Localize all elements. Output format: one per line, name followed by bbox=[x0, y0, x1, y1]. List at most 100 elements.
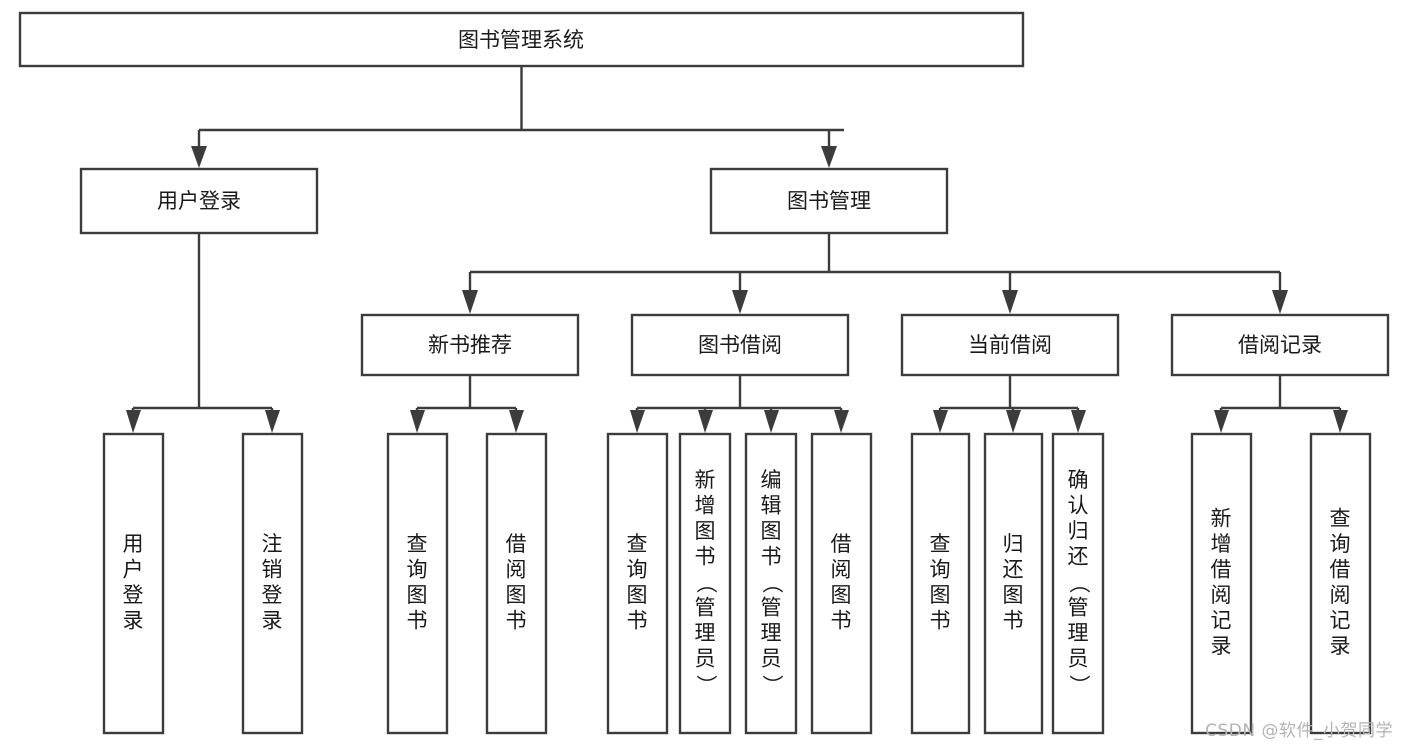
svg-text:书: 书 bbox=[506, 608, 527, 632]
leaf-node-query-book-borrowing-box bbox=[606, 432, 669, 735]
svg-text:阅: 阅 bbox=[1330, 583, 1351, 607]
node-book-borrowing-label: 图书借阅 bbox=[698, 333, 782, 357]
svg-text:图: 图 bbox=[930, 583, 951, 607]
svg-text:新: 新 bbox=[1211, 506, 1232, 530]
svg-text:记: 记 bbox=[1330, 608, 1351, 632]
leaf-node-add-book-admin-box bbox=[678, 432, 732, 735]
svg-text:（: （ bbox=[1067, 573, 1091, 594]
node-book-management[interactable]: 图书管理 bbox=[709, 167, 949, 235]
svg-text:图: 图 bbox=[831, 583, 852, 607]
svg-text:（: （ bbox=[760, 573, 784, 594]
svg-text:辑: 辑 bbox=[761, 494, 782, 518]
node-new-book-recommendation[interactable]: 新书推荐 bbox=[360, 313, 580, 377]
svg-text:借: 借 bbox=[506, 532, 527, 556]
svg-text:阅: 阅 bbox=[831, 557, 852, 581]
svg-text:询: 询 bbox=[407, 557, 428, 581]
svg-text:录: 录 bbox=[1211, 634, 1232, 658]
svg-text:书: 书 bbox=[831, 608, 852, 632]
svg-text:登: 登 bbox=[123, 583, 144, 607]
svg-text:注: 注 bbox=[262, 532, 283, 556]
svg-text:理: 理 bbox=[761, 621, 782, 645]
svg-text:书: 书 bbox=[627, 608, 648, 632]
arrowhead-leaf-return-book bbox=[1006, 410, 1021, 433]
svg-text:书: 书 bbox=[1003, 608, 1024, 632]
leaf-node-add-borrow-record-box bbox=[1190, 432, 1253, 735]
node-user-login[interactable]: 用户登录 bbox=[79, 167, 319, 235]
leaf-node-query-borrow-record-box bbox=[1309, 432, 1372, 735]
svg-text:销: 销 bbox=[262, 557, 283, 581]
svg-text:管: 管 bbox=[695, 596, 716, 620]
svg-text:阅: 阅 bbox=[506, 557, 527, 581]
svg-text:录: 录 bbox=[1330, 634, 1351, 658]
svg-text:阅: 阅 bbox=[1211, 583, 1232, 607]
svg-text:查: 查 bbox=[627, 532, 648, 556]
arrowhead-book-borrow bbox=[732, 290, 748, 314]
node-borrowing-records-box bbox=[1170, 313, 1390, 377]
arrowhead-leaf-confirm-return bbox=[1071, 410, 1086, 433]
svg-text:询: 询 bbox=[930, 557, 951, 581]
svg-text:借: 借 bbox=[1211, 557, 1232, 581]
svg-text:登: 登 bbox=[262, 583, 283, 607]
node-user-login-box bbox=[79, 167, 319, 235]
svg-text:）: ） bbox=[760, 675, 784, 696]
svg-text:询: 询 bbox=[1330, 532, 1351, 556]
leaf-node-user-login[interactable]: 用户登录 bbox=[102, 432, 165, 735]
connector-layer bbox=[126, 66, 1348, 433]
svg-text:）: ） bbox=[694, 675, 718, 696]
node-borrowing-records[interactable]: 借阅记录 bbox=[1170, 313, 1390, 377]
leaf-node-return-book-box bbox=[983, 432, 1044, 735]
svg-text:借: 借 bbox=[1330, 557, 1351, 581]
node-root-book-management-system[interactable]: 图书管理系统 bbox=[18, 11, 1025, 68]
arrowhead-borrow-record bbox=[1272, 290, 1288, 314]
svg-text:新: 新 bbox=[695, 468, 716, 492]
node-book-management-box bbox=[709, 167, 949, 235]
svg-text:图: 图 bbox=[627, 583, 648, 607]
svg-text:确: 确 bbox=[1068, 468, 1089, 492]
arrowhead-leaf-user-login bbox=[126, 410, 141, 433]
arrowhead-leaf-logout bbox=[265, 410, 280, 433]
arrowhead-leaf-borrow-book-2 bbox=[834, 410, 849, 433]
node-user-login-label: 用户登录 bbox=[157, 189, 241, 213]
svg-text:图: 图 bbox=[1003, 583, 1024, 607]
svg-text:管: 管 bbox=[1068, 596, 1089, 620]
node-book-borrowing-box bbox=[630, 313, 850, 377]
svg-text:书: 书 bbox=[761, 545, 782, 569]
svg-text:查: 查 bbox=[407, 532, 428, 556]
svg-text:图: 图 bbox=[761, 519, 782, 543]
svg-text:查: 查 bbox=[1330, 506, 1351, 530]
svg-text:理: 理 bbox=[1068, 621, 1089, 645]
arrowhead-leaf-query-record bbox=[1333, 410, 1348, 433]
svg-text:员: 员 bbox=[695, 647, 716, 671]
arrowhead-book-manage bbox=[821, 146, 837, 168]
svg-text:归: 归 bbox=[1003, 532, 1024, 556]
node-book-borrowing[interactable]: 图书借阅 bbox=[630, 313, 850, 377]
svg-text:记: 记 bbox=[1211, 608, 1232, 632]
svg-text:增: 增 bbox=[695, 494, 716, 518]
svg-text:）: ） bbox=[1067, 675, 1091, 696]
leaf-node-query-book-newbook-box bbox=[386, 432, 449, 735]
leaf-node-edit-book-admin-box bbox=[744, 432, 798, 735]
svg-text:员: 员 bbox=[761, 647, 782, 671]
node-current-borrowing[interactable]: 当前借阅 bbox=[900, 313, 1120, 377]
svg-text:借: 借 bbox=[831, 532, 852, 556]
arrowhead-leaf-query-book-3 bbox=[933, 410, 948, 433]
